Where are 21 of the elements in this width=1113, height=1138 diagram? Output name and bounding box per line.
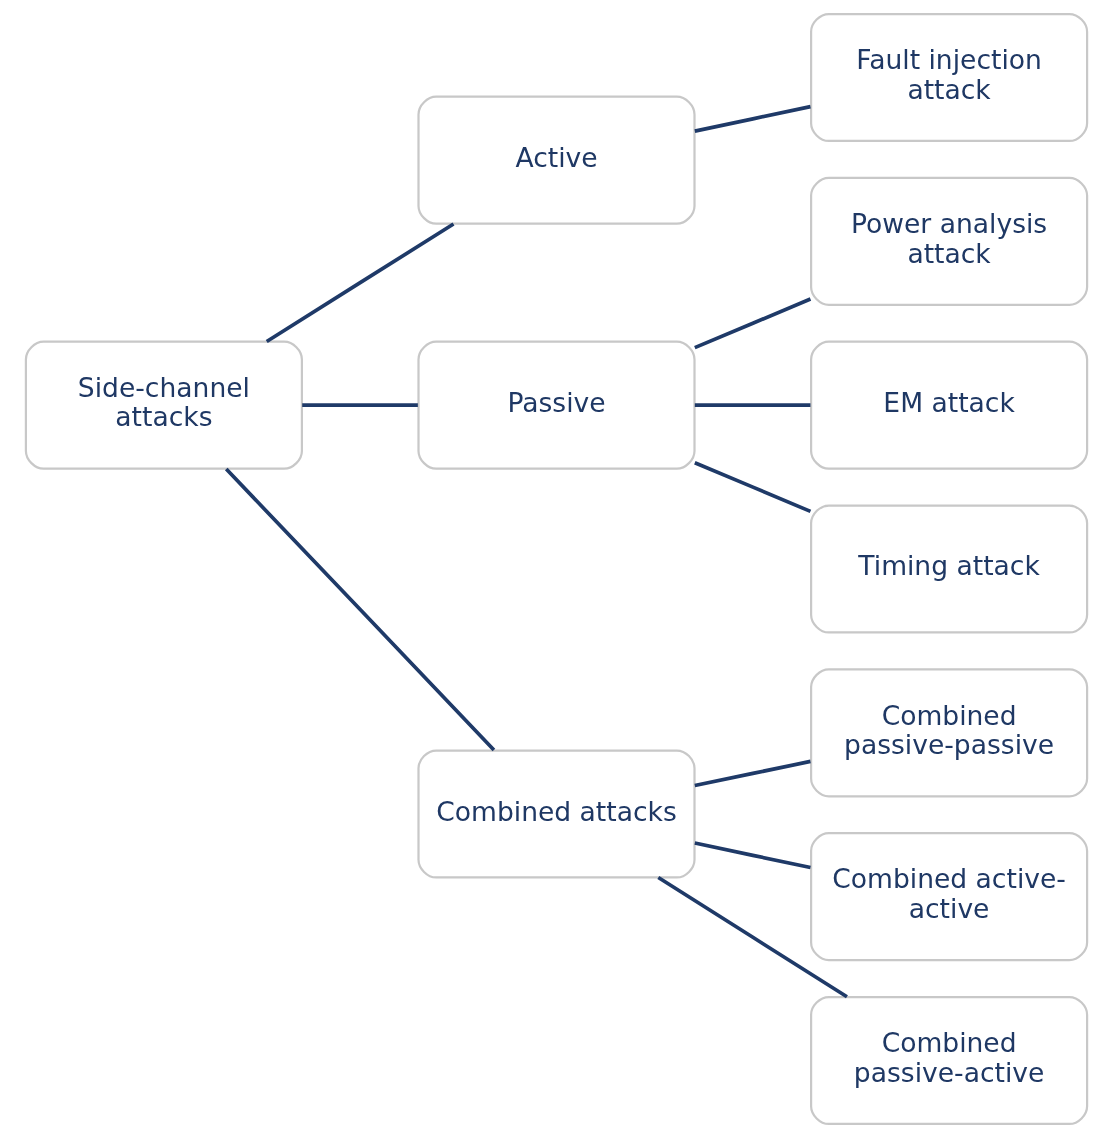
node-box: Combined passive-active [810, 995, 1089, 1126]
connector [694, 759, 811, 788]
node-box: Active [417, 95, 696, 225]
connector [694, 461, 812, 514]
connector [694, 403, 811, 407]
node-box: EM attack [810, 340, 1089, 470]
node-box: Combined passive-passive [810, 668, 1089, 798]
connector [302, 403, 418, 407]
connector [694, 104, 811, 133]
node-box: Combined attacks [417, 749, 696, 879]
connector [265, 222, 455, 343]
connector [694, 841, 811, 870]
connector [694, 297, 812, 350]
node-box: Power analysis attack [810, 176, 1089, 306]
node-box: Fault injection attack [810, 12, 1089, 143]
node-box: Passive [417, 340, 696, 470]
node-box: Combined active-active [810, 832, 1089, 962]
connector [657, 875, 848, 999]
node-box: Timing attack [810, 504, 1089, 634]
connector [224, 467, 496, 752]
node-box: Side-channel attacks [24, 340, 303, 470]
